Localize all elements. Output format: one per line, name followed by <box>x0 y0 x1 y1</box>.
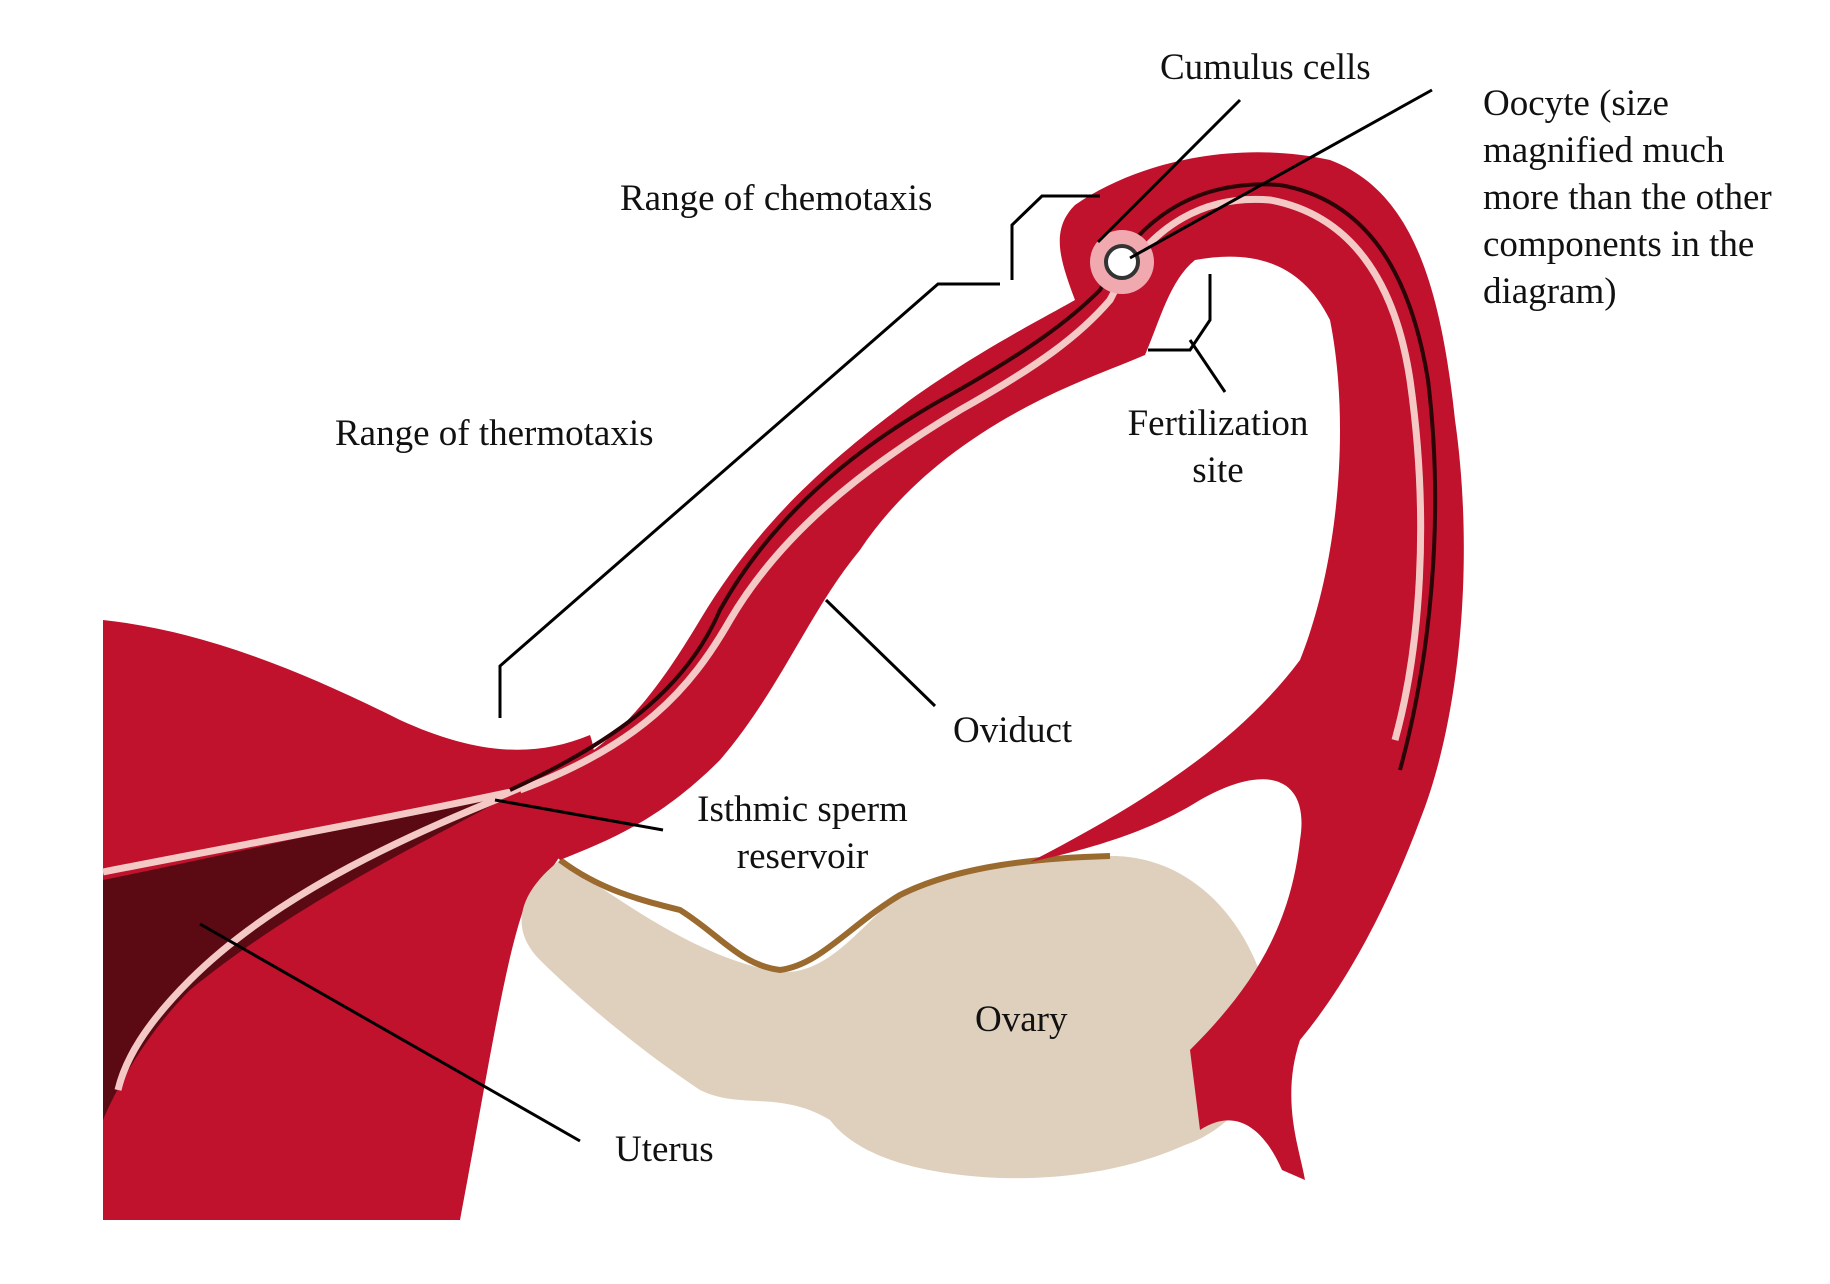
fertilization-line-1: Fertilization <box>1127 403 1309 444</box>
ovary-edge <box>558 853 1111 974</box>
ovary-shape <box>521 855 1270 1179</box>
oocyte <box>1104 244 1140 280</box>
oocyte-line-3: more than the other <box>1483 177 1772 218</box>
label-cumulus-cells: Cumulus cells <box>1160 47 1371 88</box>
fertilization-line-2: site <box>1192 450 1244 491</box>
label-oocyte: Oocyte (size magnified much more than th… <box>1483 80 1772 315</box>
bracket-chemotaxis <box>1010 194 1100 280</box>
uterine-cavity <box>103 790 520 1120</box>
bracket-fertilization <box>1148 274 1227 393</box>
isthmic-line-1: Isthmic sperm <box>697 789 908 830</box>
oocyte-line-1: Oocyte (size <box>1483 83 1669 124</box>
oocyte-line-5: diagram) <box>1483 271 1617 312</box>
isthmic-line-2: reservoir <box>736 836 869 877</box>
oocyte-line-4: components in the <box>1483 224 1755 265</box>
label-chemotaxis: Range of chemotaxis <box>620 178 933 219</box>
label-thermotaxis: Range of thermotaxis <box>335 413 654 454</box>
label-fertilization-site: Fertilization site <box>1118 400 1318 494</box>
label-uterus: Uterus <box>615 1129 714 1170</box>
label-oviduct: Oviduct <box>953 710 1073 751</box>
leader-isthmic <box>494 798 664 832</box>
oviduct-tube <box>500 152 1464 1180</box>
uterine-lining-upper <box>102 786 521 876</box>
leader-cumulus <box>1096 98 1242 244</box>
leader-oviduct <box>824 598 937 708</box>
uterus-shape <box>103 620 595 1220</box>
label-ovary: Ovary <box>975 999 1068 1040</box>
leader-oocyte <box>1129 88 1433 260</box>
label-isthmic-reservoir: Isthmic sperm reservoir <box>680 786 925 880</box>
leader-uterus <box>199 922 581 1143</box>
bracket-thermotaxis <box>498 282 1000 718</box>
oocyte-line-2: magnified much <box>1483 130 1725 171</box>
